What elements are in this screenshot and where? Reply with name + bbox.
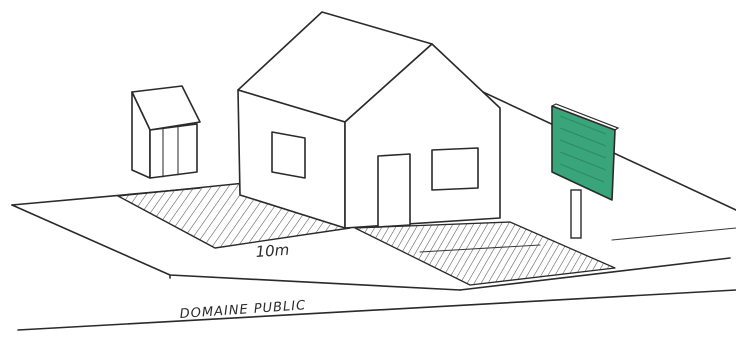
shed-icon (131, 85, 201, 179)
road-edge-line (17, 289, 736, 331)
property-front-line-right (459, 257, 731, 291)
house-icon (237, 11, 501, 229)
distance-label: 10m (255, 241, 290, 261)
sign-board-texture (559, 115, 607, 183)
front-divider-line (419, 244, 541, 253)
zone-label: DOMAINE PUBLIC (179, 298, 306, 322)
shed-front-wall (149, 123, 198, 179)
right-edge-line (611, 227, 736, 241)
house-side-window (271, 131, 306, 179)
sign-board (551, 105, 616, 201)
house-front-window (431, 147, 479, 191)
shed-planks (162, 126, 179, 178)
house-door (377, 153, 411, 228)
sign-post (570, 189, 582, 239)
hatched-area-front (354, 221, 616, 286)
hatched-parcel-front (354, 221, 616, 286)
sign-board-edge (551, 103, 620, 131)
sign-panel-icon (551, 103, 620, 239)
ground-lines (11, 71, 736, 331)
